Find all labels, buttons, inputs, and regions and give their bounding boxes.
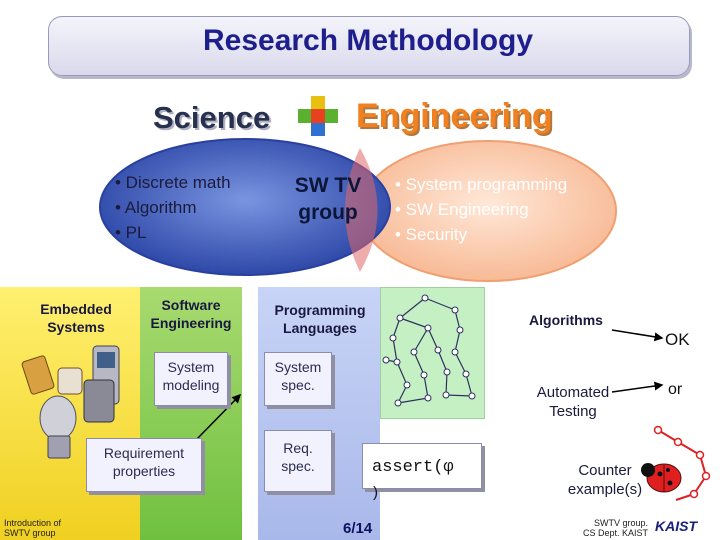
page-number: 6/14 [343, 520, 373, 537]
algorithms-label: Algorithms [529, 312, 603, 328]
swtv-line: SW TV [294, 174, 362, 197]
ce-line: Counter [578, 462, 632, 479]
engineering-topic: • Security [395, 225, 468, 244]
overlap-region [345, 148, 378, 272]
footer-line: CS Dept. KAIST [582, 528, 648, 538]
ladybug-icon [641, 463, 682, 493]
engineering-topic: • System programming [395, 175, 568, 194]
assert-close: ) [373, 484, 378, 501]
box-line: properties [112, 463, 176, 479]
auto-line: Automated [536, 384, 610, 401]
automated-testing-label: Automated Testing [536, 383, 610, 421]
system-spec-box: System spec. [264, 352, 332, 406]
box-line: modeling [162, 377, 220, 393]
auto-line: Testing [549, 403, 597, 420]
title-banner [48, 16, 690, 76]
ce-line: example(s) [567, 481, 643, 498]
counter-example-label: Counter example(s) [555, 461, 655, 499]
system-modeling-box: System modeling [154, 352, 228, 406]
software-engineering-panel [140, 287, 242, 540]
engineering-topic: • SW Engineering [395, 200, 529, 219]
swe-line: Engineering [150, 315, 232, 331]
swtv-line: group [298, 201, 358, 224]
pl-line: Programming [274, 302, 366, 318]
programming-languages-panel [258, 287, 380, 540]
plus-icon [298, 96, 338, 136]
embedded-devices-overlay [21, 345, 120, 459]
program-graph-overlay [382, 294, 476, 407]
program-graph-panel [380, 287, 485, 419]
box-line: System [167, 359, 215, 375]
arrow-algorithms-to-ok [611, 329, 664, 342]
box-line: Requirement [103, 445, 185, 461]
embedded-systems-label: Embedded Systems [28, 300, 124, 336]
slide-title: Research Methodology [202, 24, 534, 57]
science-topics: • Discrete math • Algorithm • PL [115, 170, 231, 245]
assert-box [362, 443, 482, 489]
req-spec-box: Req. spec. [264, 430, 332, 492]
kaist-logo: KAIST [655, 518, 697, 534]
arrow-automated-to-or [611, 381, 664, 393]
assert-text: assert(φ [372, 458, 454, 477]
footer-line: SWTV group [4, 528, 56, 538]
embedded-line: Embedded [40, 301, 112, 317]
footer-line: SWTV group. [593, 518, 648, 528]
science-topic: • Discrete math [115, 173, 231, 192]
footer-left: Introduction of SWTV group [4, 518, 61, 538]
requirement-properties-box: Requirement properties [86, 438, 202, 492]
science-label: Science [153, 100, 271, 135]
science-circle [99, 138, 391, 276]
box-line: Req. [283, 440, 313, 456]
or-label: or [668, 381, 683, 398]
ok-label: OK [665, 330, 690, 349]
science-topic: • Algorithm [115, 198, 197, 217]
box-line: System [274, 359, 322, 375]
box-line: spec. [281, 458, 315, 474]
pl-line: Languages [283, 320, 357, 336]
engineering-label: Engineering [356, 97, 553, 135]
counter-example-nodes [653, 425, 711, 499]
science-topic: • PL [115, 223, 147, 242]
software-engineering-label: Software Engineering [142, 296, 240, 332]
swe-line: Software [161, 297, 221, 313]
footer-line: Introduction of [4, 518, 62, 528]
footer-right: SWTV group. CS Dept. KAIST [576, 518, 648, 538]
box-line: spec. [281, 377, 315, 393]
engineering-topics: • System programming • SW Engineering • … [395, 172, 567, 247]
swtv-group-label: SW TV group [282, 172, 374, 226]
embedded-line: Systems [47, 319, 105, 335]
programming-languages-label: Programming Languages [262, 301, 378, 337]
